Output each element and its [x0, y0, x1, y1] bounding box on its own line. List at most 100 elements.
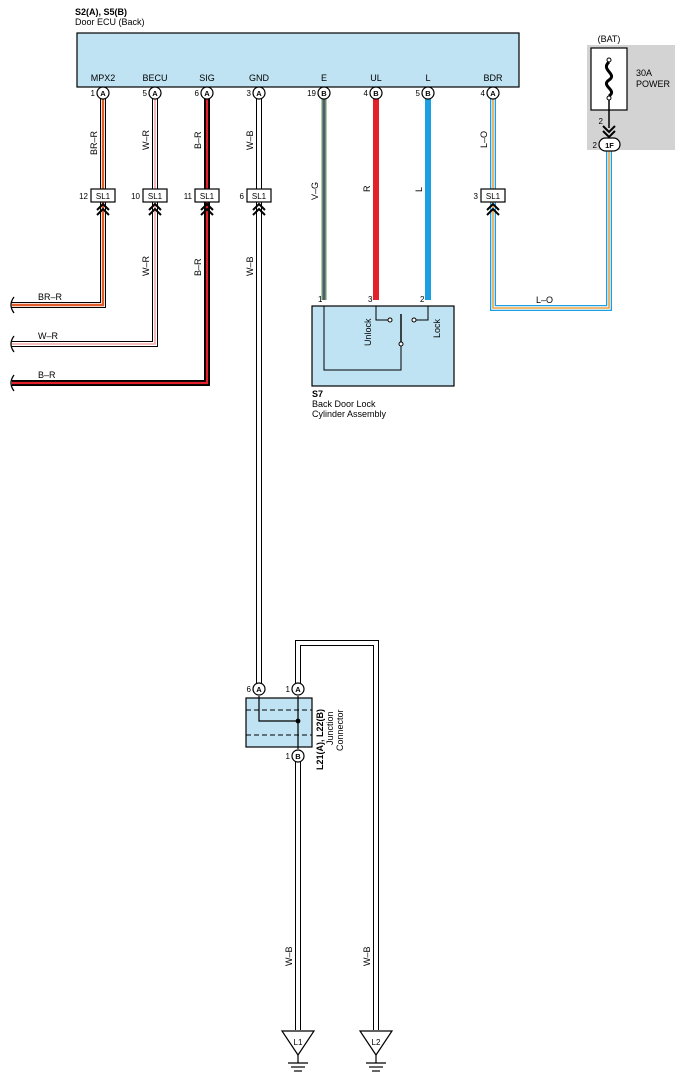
- wire-break-icon: [10, 335, 15, 353]
- connector-arrow-icon: [148, 202, 162, 216]
- ecu-pin-conn: A: [490, 89, 496, 98]
- junction-pin-left: 6: [247, 685, 252, 694]
- junction-pin-right-conn: A: [295, 685, 301, 694]
- wire-label-ul: R: [362, 185, 372, 192]
- wires: [12, 96, 612, 1030]
- ground-triangle-icon: [358, 1030, 394, 1057]
- ecu-pin-conn: A: [100, 89, 106, 98]
- wire-label-sig: B–R: [193, 131, 203, 149]
- switch-code: S7: [312, 389, 323, 399]
- connector-arrow-icon: [96, 202, 110, 216]
- fuse-name: POWER: [636, 79, 671, 89]
- bdr-lower-wire-label: L–O: [536, 295, 553, 305]
- ecu-pin-number: 3: [247, 89, 252, 98]
- wire-label-l: L: [414, 187, 424, 192]
- ground-label: L1: [294, 1038, 303, 1047]
- switch-box: [311, 305, 455, 387]
- wire-break-icon: [10, 296, 15, 314]
- left-lead-label: B–R: [38, 370, 56, 380]
- ground-label: L2: [372, 1038, 381, 1047]
- junction-pin-circle: [252, 682, 266, 696]
- ecu-box: [76, 32, 520, 88]
- sl1-connectors: 12 SL1 10 SL1 11 SL1 6 SL1 3 SL1: [79, 188, 506, 216]
- ecu-pin-number: 5: [143, 89, 148, 98]
- fuse-pin-top: 2: [599, 117, 604, 126]
- ecu-pin-conn: A: [256, 89, 262, 98]
- ecu-pin-number: 6: [195, 89, 200, 98]
- ground-triangle-icon: [280, 1030, 316, 1057]
- switch-schematic: [323, 306, 429, 371]
- fuse-terminal-bottom: [606, 95, 612, 101]
- junction-code: L21(A), L22(B): [315, 709, 325, 770]
- ecu-pin-number: 1: [91, 89, 96, 98]
- connector-arrow-icon: [486, 202, 500, 216]
- sl-label: SL1: [200, 192, 215, 201]
- junction-internal-link: [258, 696, 299, 749]
- sl-pin: 11: [184, 192, 193, 201]
- ecu-pin-conn: B: [373, 89, 379, 98]
- ecu-pin-conn: B: [321, 89, 327, 98]
- ecu-pin-conn: B: [425, 89, 431, 98]
- sl-label: SL1: [252, 192, 267, 201]
- wire-label-bdr: L–O: [479, 131, 489, 148]
- wire-label-mpx2: BR–R: [89, 130, 99, 155]
- ecu-terminal-bdr: BDR: [483, 73, 503, 83]
- ecu-pins: 1 A 5 A 6 A 3 A 19 B 4 B 5 B 4 A: [91, 86, 500, 100]
- wire-label-gnd: W–B: [245, 130, 255, 150]
- ecu-terminal-sig: SIG: [199, 73, 215, 83]
- ecu-pin-number: 5: [416, 89, 421, 98]
- ground-l1: L1: [280, 1030, 316, 1072]
- junction-node: [295, 718, 301, 724]
- sl-label: SL1: [96, 192, 111, 201]
- fuse-rating: 30A: [636, 68, 652, 78]
- junction-pin-circle: [291, 749, 305, 763]
- battery-connector-label: 1F: [605, 141, 614, 150]
- switch-name-line2: Cylinder Assembly: [312, 409, 387, 419]
- left-lead-label: BR–R: [38, 292, 63, 302]
- junction-name-line1: Junction: [325, 711, 335, 745]
- junction-pin-left-conn: A: [256, 685, 262, 694]
- ecu-pin-number: 4: [364, 89, 369, 98]
- connector-arrow-icon: [602, 125, 616, 139]
- fuse-element-icon: [604, 60, 614, 98]
- switch-pin-ul: 3: [368, 295, 373, 304]
- sl-pin: 3: [474, 192, 479, 201]
- ecu-terminal-l: L: [425, 73, 430, 83]
- sl-pin: 12: [79, 192, 88, 201]
- ecu-pin-conn: A: [152, 89, 158, 98]
- junction-name-line2: Connector: [335, 709, 345, 751]
- lower-wire-label-gnd: W–B: [245, 256, 255, 276]
- ecu-pin-conn: A: [204, 89, 210, 98]
- sl-pin: 6: [240, 192, 245, 201]
- ecu-terminal-mpx2: MPX2: [91, 73, 116, 83]
- left-lead-label: W–R: [38, 331, 59, 341]
- ecu-pin-number: 4: [481, 89, 486, 98]
- connector-arrow-icon: [252, 202, 266, 216]
- switch-unlock-label: Unlock: [363, 318, 373, 346]
- ground-l2: L2: [358, 1030, 394, 1072]
- ecu-terminal-e: E: [321, 73, 327, 83]
- lower-wire-label-becu: W–R: [141, 256, 151, 277]
- sl-label: SL1: [486, 192, 501, 201]
- sl-label: SL1: [148, 192, 163, 201]
- switch-pin-l: 2: [420, 295, 425, 304]
- switch-lock-label: Lock: [432, 318, 442, 338]
- ecu-terminal-gnd: GND: [249, 73, 270, 83]
- wire-break-icon: [10, 374, 15, 392]
- lower-wire-label-sig: B–R: [193, 258, 203, 276]
- ecu-title: S2(A), S5(B): [75, 7, 127, 17]
- ground-wire-label: W–B: [284, 946, 294, 966]
- wire-label-becu: W–R: [141, 130, 151, 151]
- junction-pin-bottom: 1: [286, 752, 291, 761]
- ecu-terminal-ul: UL: [370, 73, 382, 83]
- junction-box: [245, 697, 313, 748]
- sl-pin: 10: [131, 192, 140, 201]
- ground-wire-label: W–B: [362, 946, 372, 966]
- ecu-subtitle: Door ECU (Back): [75, 17, 145, 27]
- ecu-pin-number: 19: [307, 89, 316, 98]
- junction-pin-right: 1: [286, 685, 291, 694]
- switch-pin-e: 1: [318, 295, 323, 304]
- junction-pin-circle: [291, 682, 305, 696]
- battery-connector: [598, 137, 621, 152]
